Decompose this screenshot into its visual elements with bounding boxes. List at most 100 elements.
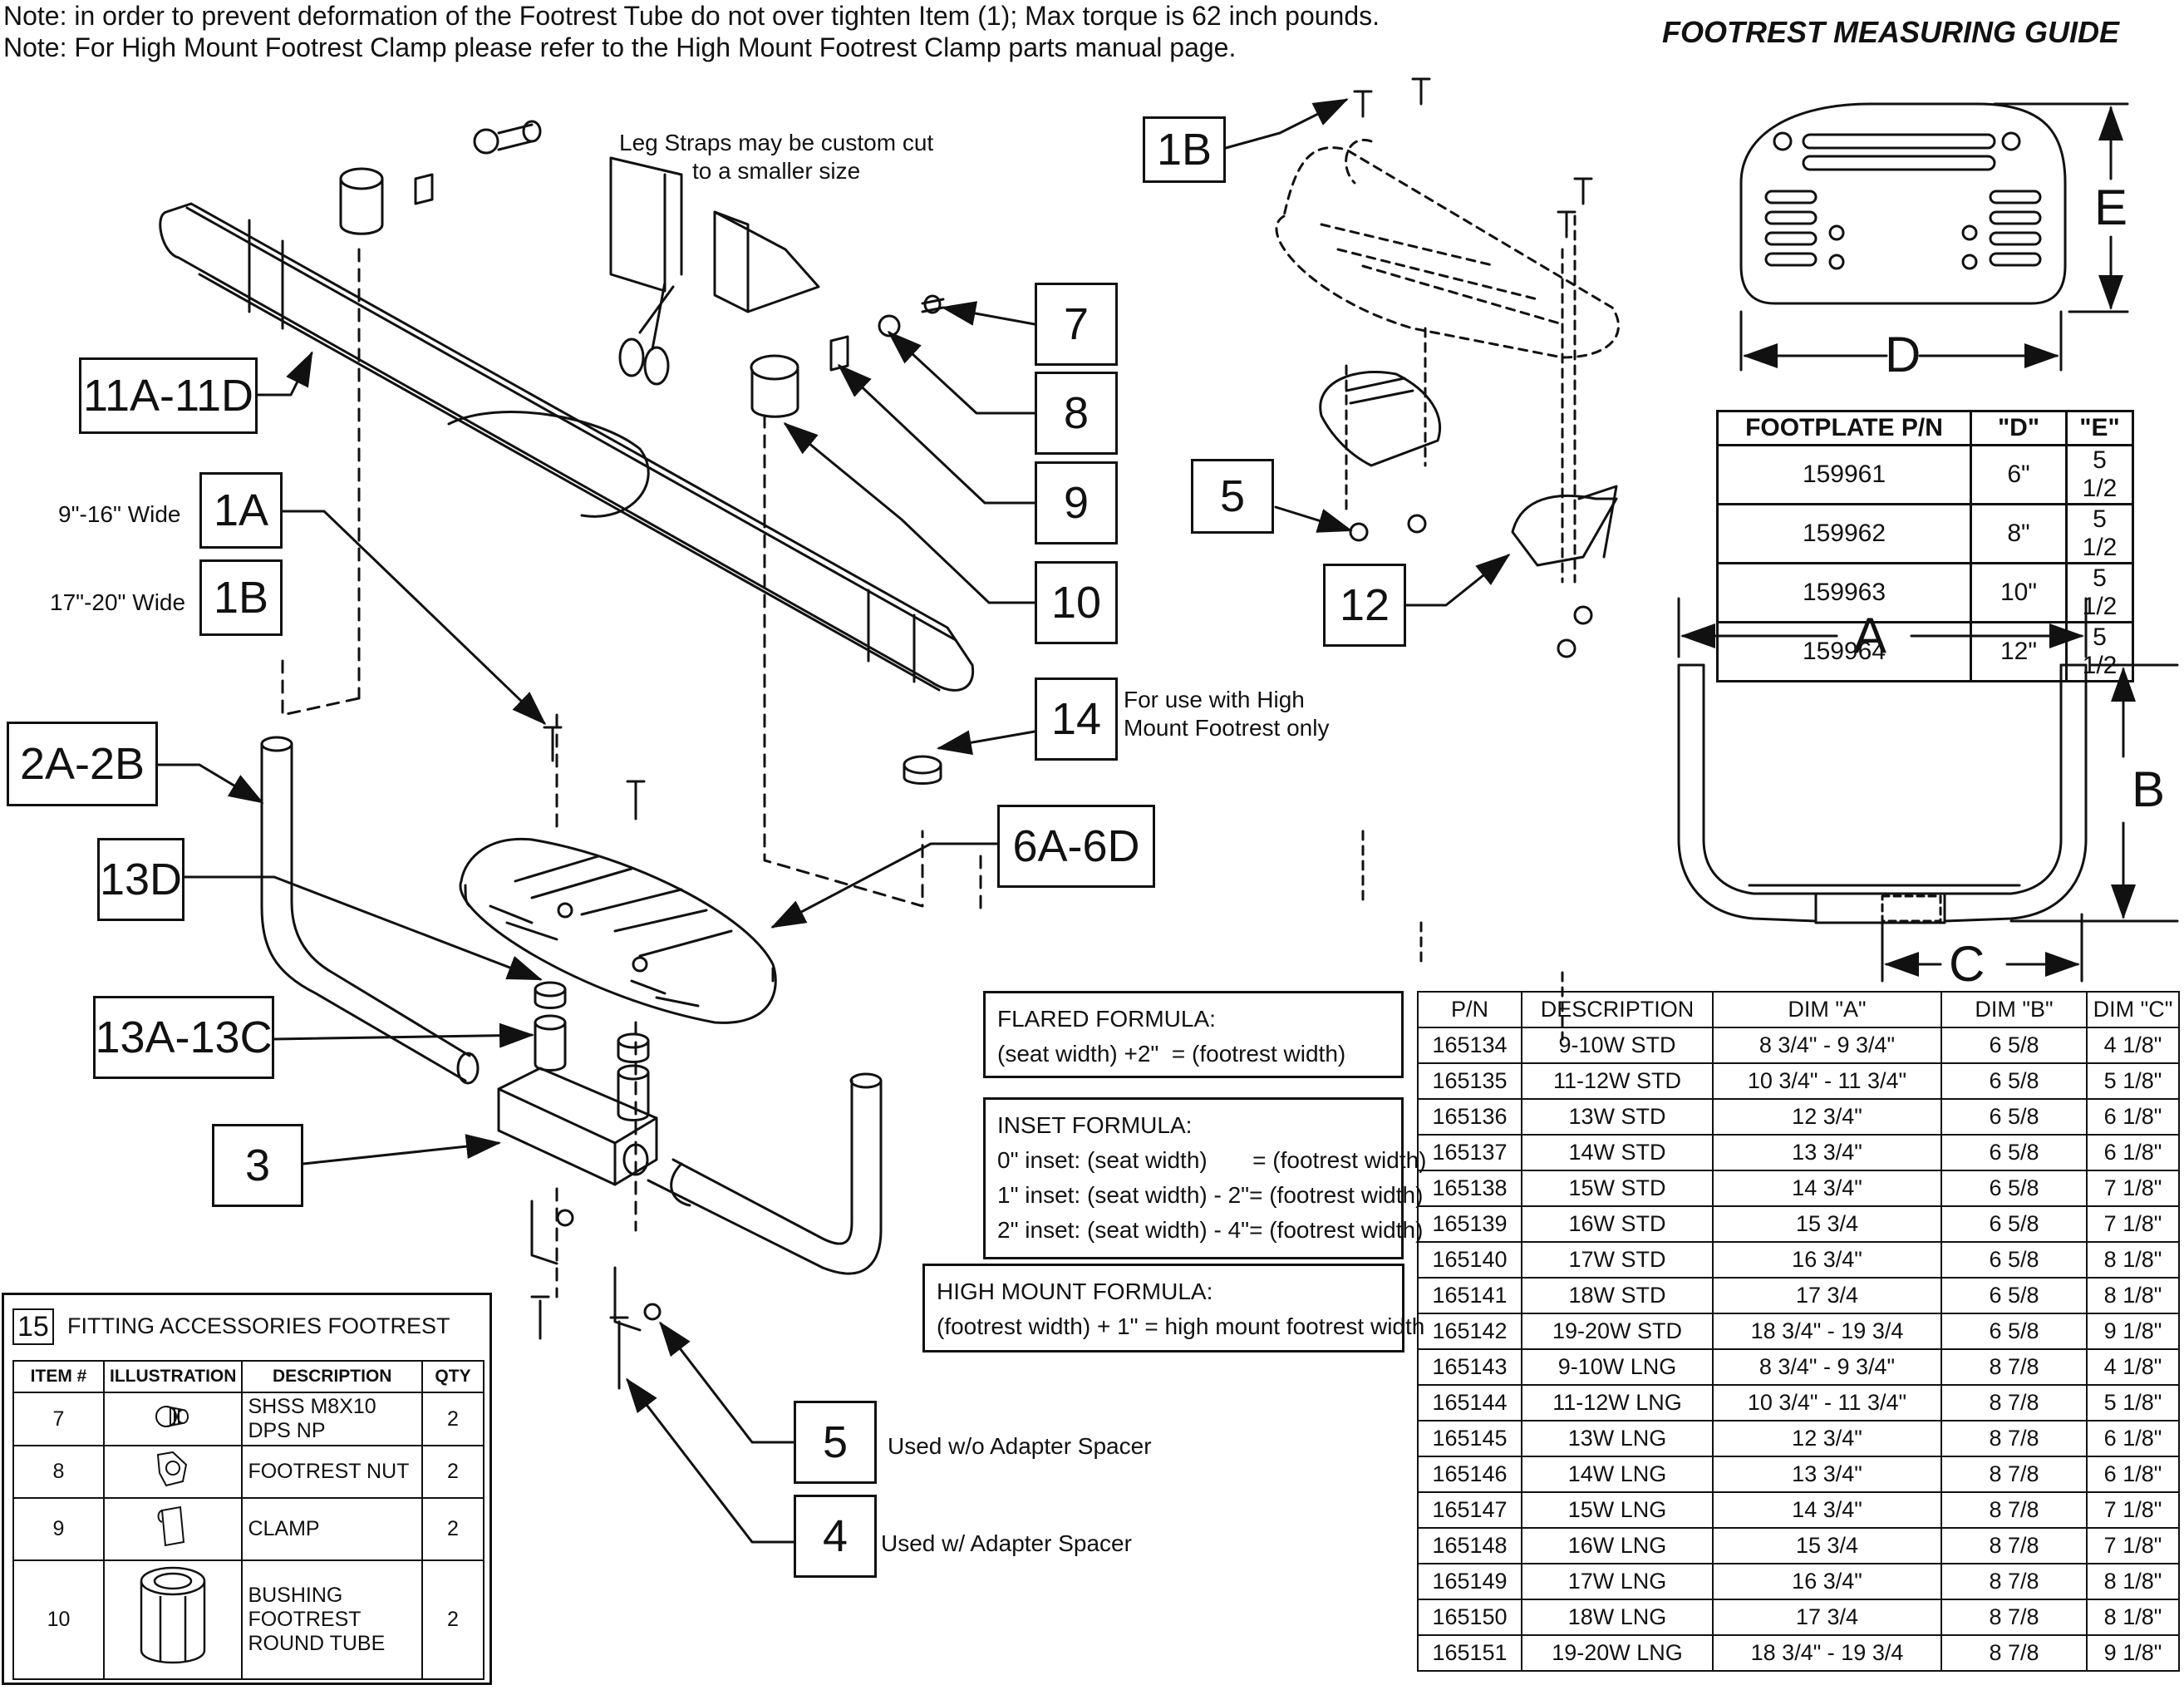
dimension-cell: 165142 xyxy=(1417,1313,1522,1350)
callout-13A-13C: 13A-13C xyxy=(93,996,274,1079)
footplate-drawing xyxy=(459,837,777,1024)
dimension-table: P/N DESCRIPTION DIM "A" DIM "B" DIM "C" … xyxy=(1417,991,2180,1672)
fitting-header-description: DESCRIPTION xyxy=(241,1360,423,1393)
bushing-icon xyxy=(127,1566,219,1676)
high-mount-label: For use with High Mount Footrest only xyxy=(1124,687,1330,741)
fitting-illustration xyxy=(102,1497,243,1561)
cap-drawing xyxy=(903,755,942,785)
dimension-cell: 165148 xyxy=(1417,1527,1522,1564)
dim-E-label: E xyxy=(2094,180,2128,235)
fitting-qty: 2 xyxy=(421,1497,485,1561)
dimension-cell: 9 1/8" xyxy=(2086,1634,2180,1672)
dimension-cell: 9 1/8" xyxy=(2086,1313,2180,1350)
fitting-description: FOOTREST NUT xyxy=(241,1445,423,1499)
dimension-cell: 6 5/8 xyxy=(1941,1134,2088,1171)
dimension-cell: 8 7/8 xyxy=(1941,1527,2088,1564)
footplate-cell: 159961 xyxy=(1716,444,1972,505)
dimension-cell: 8 7/8 xyxy=(1941,1456,2088,1493)
assembly-lines xyxy=(281,248,982,1298)
note-high-mount: Note: For High Mount Footrest Clamp plea… xyxy=(3,32,1237,62)
fitting-illustration xyxy=(102,1445,243,1499)
dimension-cell: 7 1/8" xyxy=(2086,1170,2180,1207)
callout-6A-6D: 6A-6D xyxy=(997,805,1155,888)
dimension-cell: 18W STD xyxy=(1521,1277,1714,1314)
dim-header-a: DIM "A" xyxy=(1712,991,1942,1028)
fitting-table-header: ITEM # ILLUSTRATION DESCRIPTION QTY xyxy=(12,1360,485,1393)
dimension-cell: 8 7/8 xyxy=(1941,1491,2088,1529)
callout-1A: 1A xyxy=(199,472,283,549)
screws-drawing xyxy=(530,726,646,1390)
footrest-nut-icon xyxy=(148,1451,198,1495)
dimension-cell: 11-12W LNG xyxy=(1521,1384,1714,1421)
leader-lines xyxy=(156,98,1511,1544)
dimension-cell: 17W STD xyxy=(1521,1241,1714,1279)
fitting-item-number: 8 xyxy=(12,1445,105,1499)
callout-14: 14 xyxy=(1035,677,1118,761)
dim-header-c: DIM "C" xyxy=(2086,991,2180,1028)
callout-5: 5 xyxy=(794,1401,877,1484)
dimension-cell: 165140 xyxy=(1417,1241,1522,1279)
dimension-cell: 6 5/8 xyxy=(1941,1241,2088,1279)
dimension-cell: 8 7/8 xyxy=(1941,1384,2088,1421)
fitting-title: FITTING ACCESSORIES FOOTREST xyxy=(67,1313,450,1338)
callout-1B-top: 1B xyxy=(1143,116,1226,183)
footplate-cell: 8" xyxy=(1970,503,2068,564)
footplate-header-d: "D" xyxy=(1970,410,2068,446)
footplate-cell: 5 1/2 xyxy=(2065,444,2134,505)
dimension-cell: 18 3/4" - 19 3/4 xyxy=(1712,1313,1942,1350)
fitting-item-number: 9 xyxy=(12,1497,105,1561)
callout-12: 12 xyxy=(1323,564,1406,647)
clamp-drawing xyxy=(497,1067,658,1186)
footplate-header-pn: FOOTPLATE P/N xyxy=(1716,410,1972,446)
dimension-cell: 17 3/4 xyxy=(1712,1599,1942,1636)
fitting-number: 15 xyxy=(12,1308,54,1345)
fitting-item-number: 7 xyxy=(12,1392,105,1446)
dimension-cell: 165134 xyxy=(1417,1027,1522,1064)
footplate-cell: 6" xyxy=(1970,444,2068,505)
bushing-cluster-top-left xyxy=(339,120,542,235)
dimension-cell: 165150 xyxy=(1417,1599,1522,1636)
footplate-cell: 5 1/2 xyxy=(2065,503,2134,564)
dimension-cell: 165151 xyxy=(1417,1634,1522,1672)
footplate-cell: 12" xyxy=(1970,621,2068,682)
fitting-item-number: 10 xyxy=(12,1559,105,1680)
callout-10: 10 xyxy=(1035,561,1118,644)
flared-formula: FLARED FORMULA: (seat width) +2" = (foot… xyxy=(983,991,1404,1078)
dimension-cell: 15 3/4 xyxy=(1712,1205,1942,1243)
dimension-cell: 165149 xyxy=(1417,1563,1522,1600)
dimension-cell: 165145 xyxy=(1417,1420,1522,1457)
callout-13D: 13D xyxy=(97,838,184,921)
dimension-cell: 16 3/4" xyxy=(1712,1563,1942,1600)
leg-straps-note: Leg Straps may be custom cut to a smalle… xyxy=(619,130,934,184)
fitting-qty: 2 xyxy=(421,1445,485,1499)
callout-3: 3 xyxy=(212,1124,303,1207)
top-right-screws-drawing xyxy=(1353,77,1593,239)
dimension-cell: 165143 xyxy=(1417,1348,1522,1386)
dimension-cell: 165144 xyxy=(1417,1384,1522,1421)
dimension-cell: 165135 xyxy=(1417,1062,1522,1100)
dimension-cell: 18 3/4" - 19 3/4 xyxy=(1712,1634,1942,1672)
footplate-cell: 159964 xyxy=(1716,621,1972,682)
wide-1b-label: 17"-20" Wide xyxy=(50,589,186,615)
dimension-cell: 11-12W STD xyxy=(1521,1062,1714,1100)
fitting-description: CLAMP xyxy=(241,1497,423,1561)
fitting-illustration xyxy=(102,1392,243,1446)
dimension-cell: 9-10W LNG xyxy=(1521,1348,1714,1386)
u-tube-drawing xyxy=(1677,663,2088,924)
scissors-drawing xyxy=(618,281,675,386)
dimension-cell: 6 5/8 xyxy=(1941,1205,2088,1243)
screw-icon xyxy=(148,1405,198,1438)
dimension-cell: 18W LNG xyxy=(1521,1599,1714,1636)
dimension-cell: 4 1/8" xyxy=(2086,1027,2180,1064)
dimension-cell: 6 1/8" xyxy=(2086,1098,2180,1136)
bottom-nuts-drawing xyxy=(530,1200,662,1332)
used-without-spacer-label: Used w/o Adapter Spacer xyxy=(888,1433,1152,1459)
